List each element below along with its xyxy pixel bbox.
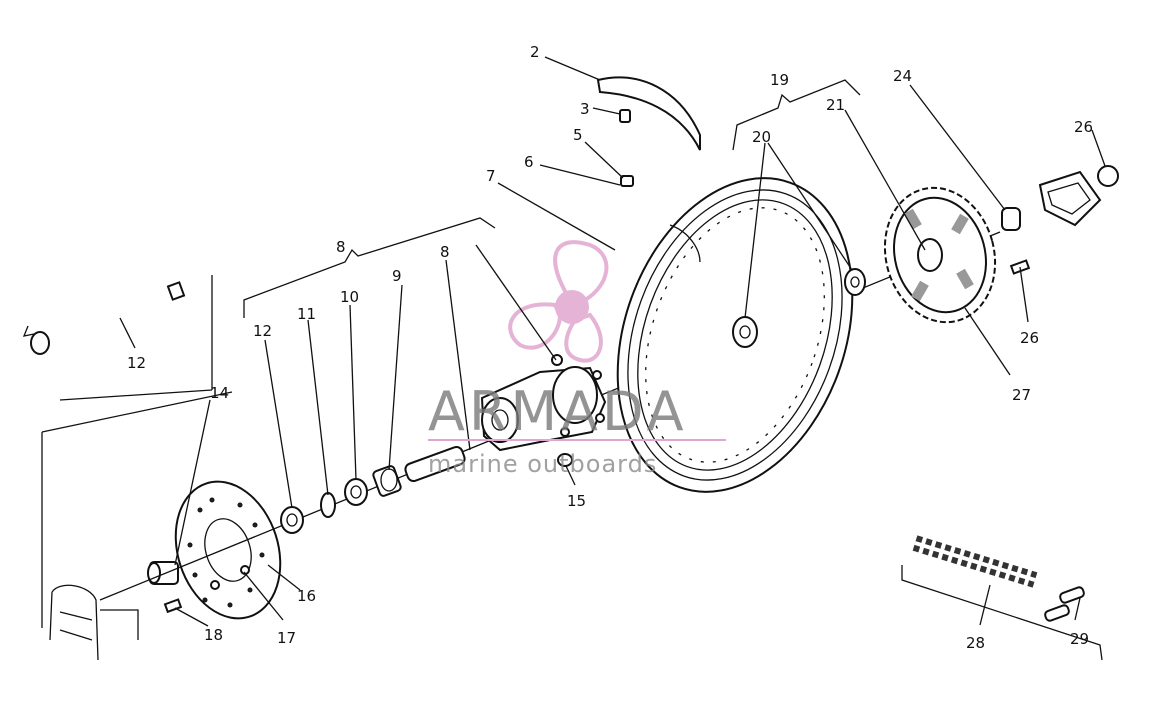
spacer-tube-9 [404,445,466,483]
callout-15: 18 [204,626,223,644]
callout-labels: 2 3 5 6 7 8 8 9 10 11 12 12 14 15 16 17 … [127,43,1093,652]
rim-band-3 [596,76,701,151]
callout-8-right: 19 [770,71,789,89]
callout-5: 7 [486,167,496,185]
spacer-12-right [1001,207,1021,231]
callout-17: 26 [1020,329,1039,347]
callout-19: 12 [127,354,146,372]
screw-2 [619,109,631,123]
rim-lock-6 [669,224,701,263]
callout-29: 17 [277,629,296,647]
callout-3: 2 [530,43,540,61]
swingarm-fragment [49,584,139,661]
rear-sprocket [883,186,997,324]
callout-16: 27 [1012,386,1031,404]
callout-27: 28 [966,634,985,652]
callout-18: 15 [567,492,586,510]
callout-14: 16 [297,587,316,605]
watermark-tagline: marine outboards [428,450,657,478]
valve-7 [620,175,634,187]
callout-2: 3 [580,100,590,118]
watermark-brand: ARMADA [428,380,688,443]
bearing-10 [344,478,368,506]
bearing-20-right [844,268,866,296]
disc-bolt [163,598,183,614]
callout-7: 5 [573,126,583,144]
watermark: ARMADA marine outboards [428,380,726,478]
rear-axle [22,281,186,355]
callout-6: 6 [524,153,534,171]
disc-spacer [147,561,179,585]
master-link-28 [1044,586,1085,622]
callout-24: 11 [297,305,316,323]
callout-9: 8 [440,243,450,261]
circlip-24 [320,492,336,518]
callout-21: 26 [1074,118,1093,136]
leader-lines [119,56,1106,627]
bearing-11 [372,465,402,497]
callout-8-left: 8 [336,238,346,256]
callout-20: 20 [752,128,771,146]
bearing-20-center [732,316,758,348]
callout-11: 9 [392,267,402,285]
hub-nut-18 [557,453,573,467]
callout-28: 29 [1070,630,1089,648]
chain-adjuster [1038,170,1102,227]
callout-10: 10 [340,288,359,306]
nut-21 [1097,165,1119,187]
callout-12-left: 14 [210,384,229,402]
callout-26-left: 12 [253,322,272,340]
drive-chain [912,535,1038,588]
callout-12-right: 24 [893,67,912,85]
callout-26-right: 21 [826,96,845,114]
watermark-propeller-icon [508,240,609,363]
seal-26-left [280,506,304,534]
wheel-hub [480,354,607,452]
